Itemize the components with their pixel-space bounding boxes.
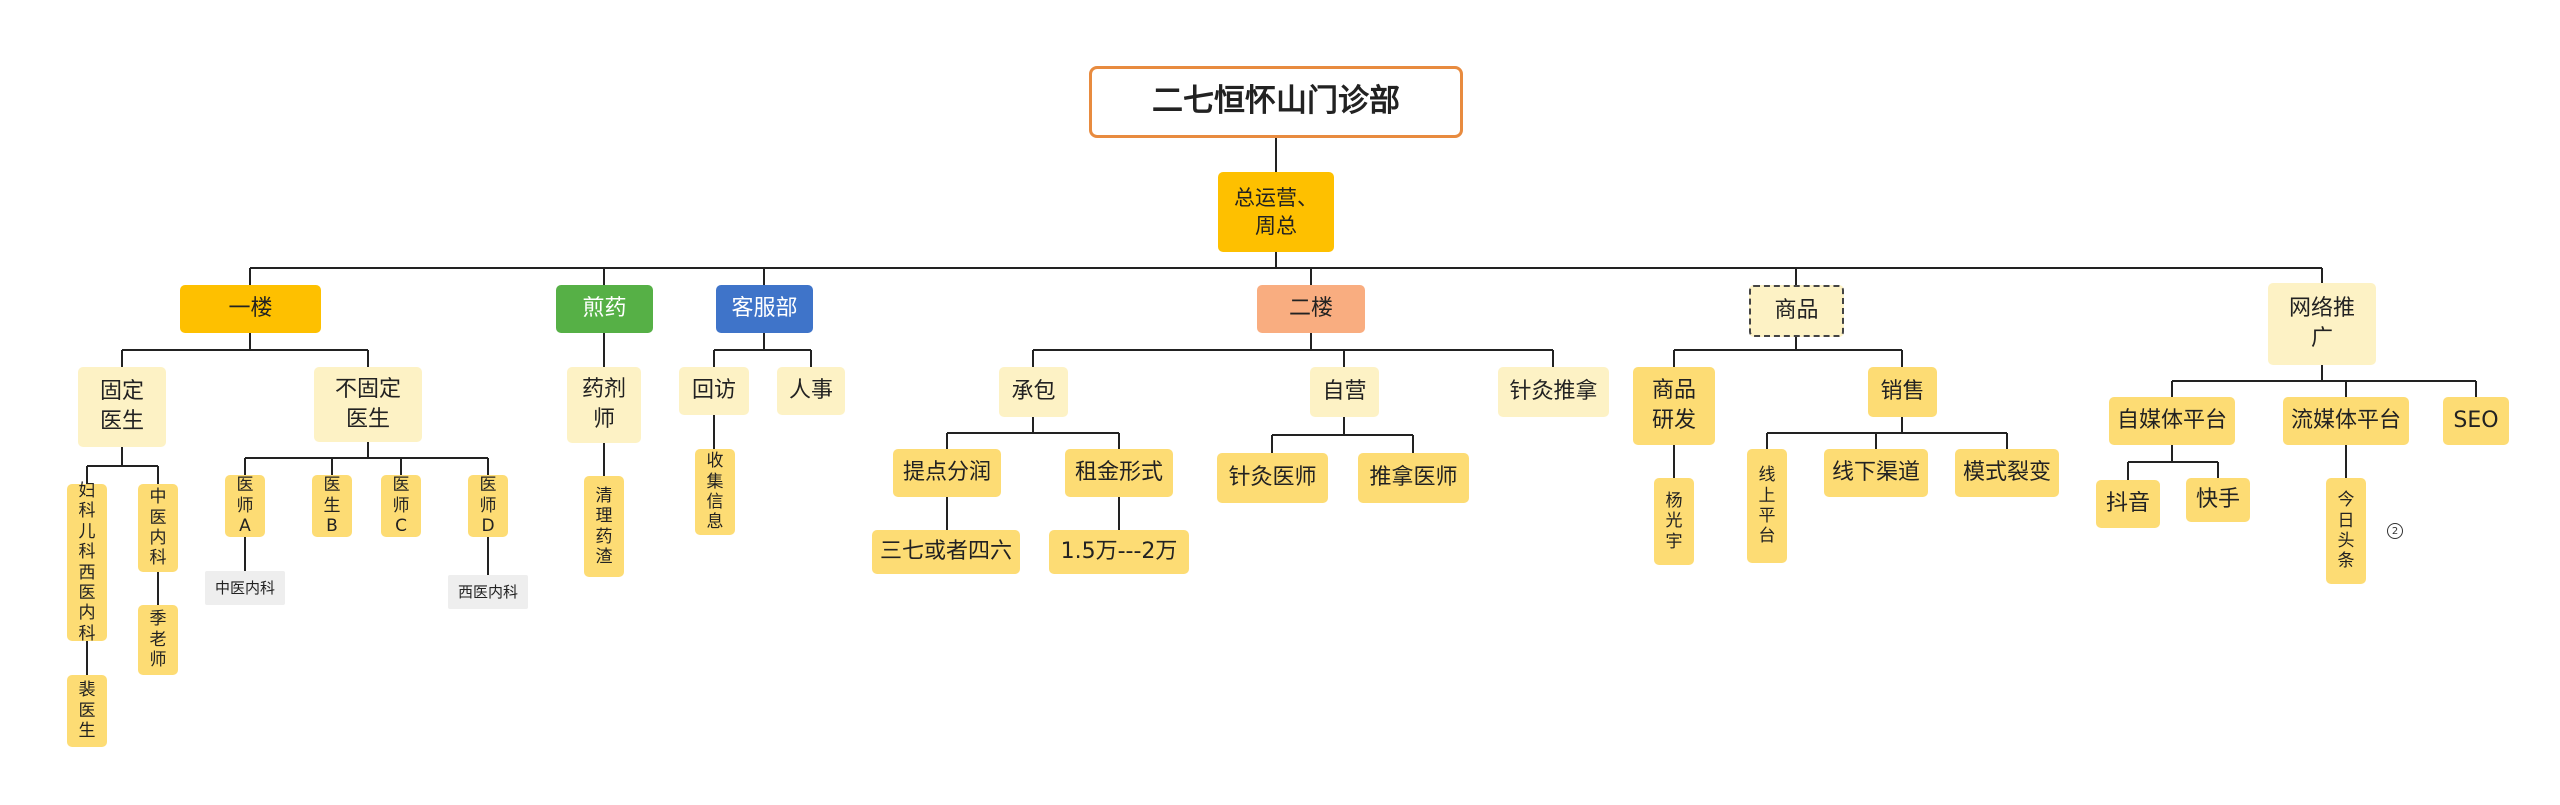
node-sales[interactable]: 销售: [1868, 367, 1937, 417]
node-toutiao[interactable]: 今 日 头 条: [2326, 478, 2366, 584]
node-teacher-ji[interactable]: 季 老 师: [138, 605, 178, 675]
tag-western-internal: 西医内科: [448, 575, 528, 609]
node-root[interactable]: 二七恒怀山门诊部: [1089, 66, 1463, 138]
node-doctor-a[interactable]: 医 师 A: [225, 475, 265, 537]
node-profit-sharing[interactable]: 提点分润: [893, 449, 1001, 497]
node-rent-range[interactable]: 1.5万---2万: [1049, 530, 1189, 574]
node-acupuncturist[interactable]: 针灸医师: [1217, 453, 1328, 503]
node-customer-service[interactable]: 客服部: [716, 285, 813, 333]
node-acupuncture-massage[interactable]: 针灸推拿: [1498, 367, 1609, 417]
node-model-fission[interactable]: 模式裂变: [1955, 449, 2059, 497]
node-seo[interactable]: SEO: [2443, 397, 2509, 445]
node-yang-guangyu[interactable]: 杨 光 宇: [1654, 478, 1694, 565]
node-online-platform[interactable]: 线 上 平 台: [1747, 449, 1787, 563]
node-offline-channels[interactable]: 线下渠道: [1824, 449, 1928, 497]
node-pharmacist[interactable]: 药剂 师: [567, 367, 641, 443]
node-decoction[interactable]: 煎药: [556, 285, 653, 333]
tag-tcm-internal: 中医内科: [205, 571, 285, 605]
node-doctor-b[interactable]: 医 生 B: [312, 475, 352, 537]
node-product-rnd[interactable]: 商品 研发: [1633, 367, 1715, 445]
node-general-operations[interactable]: 总运营、 周总: [1218, 172, 1334, 252]
node-douyin[interactable]: 抖音: [2096, 480, 2160, 528]
node-collect-info[interactable]: 收 集 信 息: [695, 449, 735, 535]
node-doctor-d[interactable]: 医 师 D: [468, 475, 508, 537]
node-split-ratio[interactable]: 三七或者四六: [872, 530, 1020, 574]
node-follow-up[interactable]: 回访: [679, 367, 749, 415]
node-online-promotion[interactable]: 网络推 广: [2268, 283, 2376, 365]
numbered-marker-icon: 2: [2387, 523, 2403, 539]
node-dr-pei[interactable]: 裴 医 生: [67, 675, 107, 747]
node-streaming-media[interactable]: 流媒体平台: [2283, 397, 2409, 445]
node-floor-2[interactable]: 二楼: [1257, 285, 1365, 333]
node-self-operated[interactable]: 自营: [1310, 367, 1379, 417]
node-kuaishou[interactable]: 快手: [2186, 478, 2250, 522]
node-contracting[interactable]: 承包: [999, 367, 1068, 417]
node-fixed-doctors[interactable]: 固定 医生: [78, 367, 166, 447]
node-massage-therapist[interactable]: 推拿医师: [1358, 453, 1469, 503]
node-tcm-internal[interactable]: 中 医 内 科: [138, 484, 178, 572]
node-gynecology-pediatrics[interactable]: 妇 科 儿 科 西 医 内 科: [67, 481, 107, 644]
node-doctor-c[interactable]: 医 师 C: [381, 475, 421, 537]
node-products[interactable]: 商品: [1749, 285, 1844, 337]
node-clean-dregs[interactable]: 清 理 药 渣: [584, 476, 624, 577]
node-non-fixed-doctors[interactable]: 不固定 医生: [314, 367, 422, 442]
node-rent-form[interactable]: 租金形式: [1065, 449, 1173, 497]
node-floor-1[interactable]: 一楼: [180, 285, 321, 333]
node-hr[interactable]: 人事: [777, 367, 845, 415]
node-self-media[interactable]: 自媒体平台: [2109, 397, 2235, 445]
